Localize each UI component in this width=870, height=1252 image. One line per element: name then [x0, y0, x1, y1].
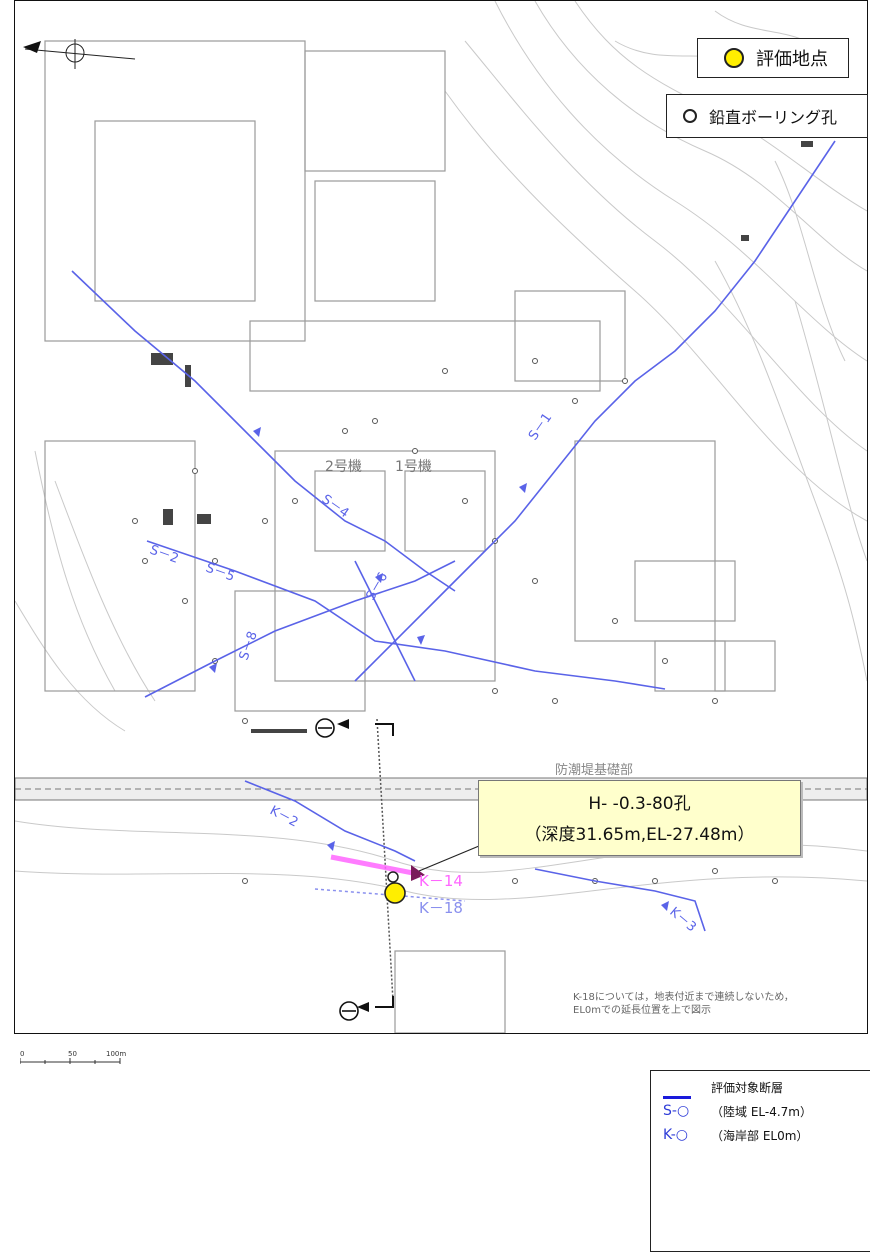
scale-tick-50: 50 [68, 1050, 77, 1058]
label-unit2: 2号機 [325, 459, 362, 475]
callout-depth: （深度31.65m,EL-27.48m） [524, 825, 755, 845]
evaluation-point-marker [384, 871, 406, 904]
fault-legend-code-k: K-○ [663, 1127, 688, 1143]
fault-legend-title-row: 評価対象断層 [651, 1079, 870, 1099]
fault-label-s1: S－1 [526, 411, 555, 444]
scale-bar: 0 50 100m [19, 1048, 200, 1068]
fault-legend-desc-k: （海岸部 EL0m） [711, 1129, 809, 1143]
fault-traces [71, 140, 836, 932]
fault-label-k2: K－2 [267, 803, 300, 830]
scale-tick-0: 0 [20, 1050, 24, 1058]
fault-label-s5: S－5 [204, 561, 237, 585]
fault-legend-code-s: S-○ [663, 1103, 690, 1119]
fault-legend-row-k: K-○ （海岸部 EL0m） [651, 1127, 870, 1147]
fault-k18-trace [314, 888, 466, 902]
fault-label-s2: S－2 [148, 543, 181, 567]
fault-line-sample [663, 1096, 691, 1099]
map-frame: 2号機 1号機 防潮堤基礎部 S－1 S－2 S－4 S－5 S－6 S－8 K… [14, 0, 868, 1034]
k18-note-line1: K-18については，地表付近まで連続しないため， [573, 992, 794, 1003]
site-map: 2号機 1号機 防潮堤基礎部 S－1 S－2 S－4 S－5 S－6 S－8 K… [15, 1, 867, 1033]
fault-label-s8: S－8 [237, 629, 261, 662]
fault-label-k18: K－18 [419, 899, 463, 917]
legend-borehole-label: 鉛直ボーリング孔 [709, 108, 838, 127]
borehole-icon [683, 109, 697, 123]
scale-tick-100: 100m [106, 1050, 126, 1058]
scale-bar-graphic: 0 50 100m [19, 1050, 126, 1064]
fault-legend-title: 評価対象断層 [711, 1081, 784, 1095]
fault-arrows [209, 427, 669, 911]
fault-label-k3: K－3 [666, 905, 698, 936]
k18-note-line2: EL0mでの延長位置を上で図示 [573, 1005, 711, 1016]
fault-legend: 評価対象断層 S-○ （陸域 EL-4.7m） K-○ （海岸部 EL0m） [650, 1070, 870, 1252]
facility-outlines [44, 40, 776, 1033]
north-arrow [23, 39, 136, 69]
label-seawall: 防潮堤基礎部 [555, 762, 633, 778]
label-unit1: 1号機 [395, 459, 432, 475]
callout-borehole-id: H- -0.3-80孔 [588, 794, 691, 814]
legend-borehole: 鉛直ボーリング孔 [666, 94, 868, 138]
fault-label-k14: K－14 [419, 872, 463, 890]
legend-evaluation-point-label: 評価地点 [756, 49, 828, 70]
fault-legend-row-s: S-○ （陸域 EL-4.7m） [651, 1103, 870, 1123]
evaluation-point-icon [724, 48, 744, 68]
fault-legend-desc-s: （陸域 EL-4.7m） [711, 1105, 812, 1119]
fault-k14-trace [330, 854, 425, 881]
fault-label-s4: S－4 [319, 492, 352, 521]
cross-section-line [337, 718, 394, 1012]
k18-note: K-18については，地表付近まで連続しないため， EL0mでの延長位置を上で図示 [573, 991, 794, 1017]
borehole-callout: H- -0.3-80孔 （深度31.65m,EL-27.48m） [478, 780, 801, 856]
section-markers [315, 718, 359, 1021]
legend-evaluation-point: 評価地点 [697, 38, 849, 78]
fault-label-s6: S－6 [363, 570, 391, 603]
